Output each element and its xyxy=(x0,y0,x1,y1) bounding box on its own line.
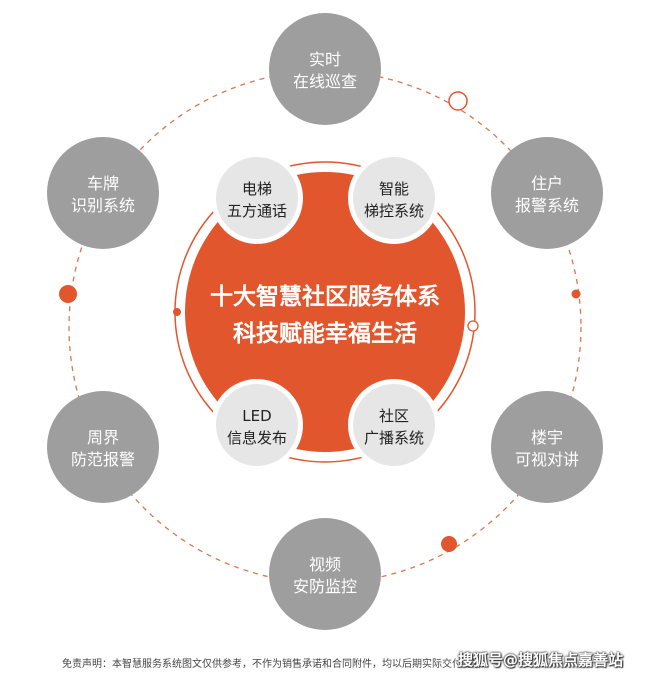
outer-node-circle xyxy=(491,391,603,503)
outer-node-line1: 住户 xyxy=(531,174,563,193)
inner-node-line2: 信息发布 xyxy=(227,429,287,447)
inner-node-circle xyxy=(216,157,298,239)
center-title: 十大智慧社区服务体系 xyxy=(210,283,440,310)
inner-node-circle xyxy=(353,384,435,466)
orbit-dot-right xyxy=(571,289,581,299)
outer-node-circle xyxy=(269,13,381,125)
watermark-text: 搜狐号@搜狐焦点嘉善站 xyxy=(458,651,624,669)
outer-node-line1: 楼宇 xyxy=(531,428,563,447)
disclaimer-text: 免责声明：本智慧服务系统图文仅供参考，不作为销售承诺和合同附件，均以后期实际交付… xyxy=(62,659,482,670)
inner-node-line1: 智能 xyxy=(379,180,409,198)
outer-node-line1: 视频 xyxy=(309,555,341,574)
outer-node-line1: 车牌 xyxy=(87,174,119,193)
outer-node-circle xyxy=(47,391,159,503)
inner-node-line1: 社区 xyxy=(379,407,409,425)
outer-node-circle xyxy=(491,137,603,249)
orbit-dot-left xyxy=(59,285,77,303)
inner-node-line1: LED xyxy=(242,407,271,425)
orbit-ring-top xyxy=(448,91,468,111)
center-subtitle: 科技赋能幸福生活 xyxy=(233,320,417,347)
outer-node-circle xyxy=(269,518,381,630)
inner-node: LED 信息发布 xyxy=(211,379,303,471)
inner-node-line1: 电梯 xyxy=(242,180,272,198)
outer-node-line1: 实时 xyxy=(309,50,341,69)
inner-ring-dot-left xyxy=(173,308,181,316)
outer-node-line2: 防范报警 xyxy=(71,450,135,469)
outer-node-line2: 识别系统 xyxy=(71,196,135,215)
inner-node-line2: 梯控系统 xyxy=(364,202,424,220)
inner-node-circle xyxy=(353,157,435,239)
orbit-dot-bottom xyxy=(441,536,457,552)
outer-node-line2: 报警系统 xyxy=(515,196,579,215)
inner-ring-ring-right xyxy=(467,320,479,332)
inner-node-line2: 五方通话 xyxy=(227,202,287,220)
inner-node-line2: 广播系统 xyxy=(364,429,424,447)
outer-node-line1: 周界 xyxy=(87,428,119,447)
inner-node-circle xyxy=(216,384,298,466)
outer-node-line2: 在线巡查 xyxy=(293,72,357,91)
outer-node-line2: 安防监控 xyxy=(293,577,357,596)
outer-node-circle xyxy=(47,137,159,249)
outer-node-line2: 可视对讲 xyxy=(515,450,579,469)
